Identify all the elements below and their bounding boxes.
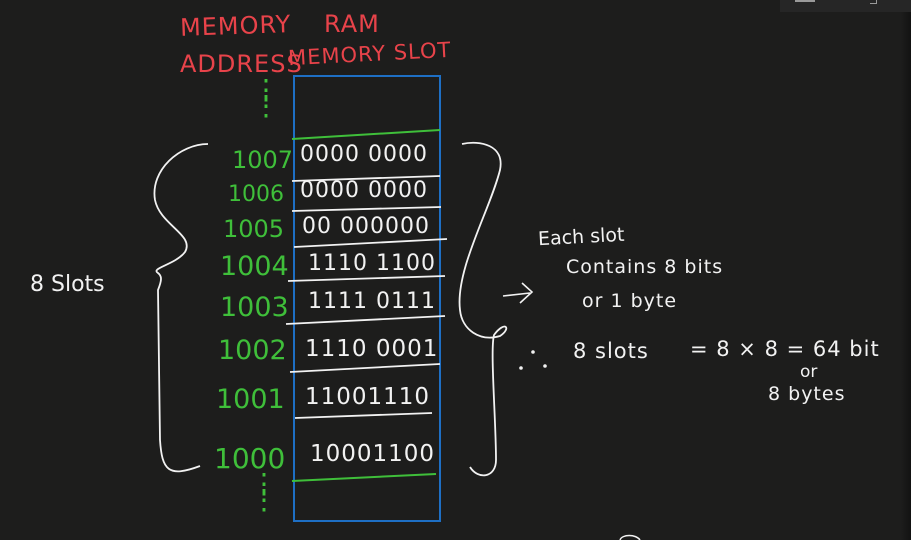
slot-value-1001: 11001110 [305,384,431,410]
slot-value-1000: 10001100 [310,441,436,467]
calc-or: or [800,362,818,382]
left-brace [153,143,209,473]
toolbar-strip [780,0,911,12]
slot-value-1005: 00 000000 [302,214,430,239]
slot-count-label: 8 Slots [30,272,105,297]
address-1005: 1005 [223,215,285,243]
slot-value-1002: 1110 0001 [305,336,439,362]
memory-address-label-line1: MEMORY [179,10,292,42]
ellipsis-bottom: ⋮⋮ [250,467,278,516]
arrow-right-icon [502,282,534,304]
calc-8-slots: 8 slots [573,339,649,363]
note-each-slot: Each slot [537,223,625,251]
toolbar-mark [870,0,877,4]
address-1002: 1002 [218,335,287,366]
therefore-icon [519,350,547,370]
memory-address-label-line2: ADDRESS [180,50,303,78]
slot-dividers [285,175,448,419]
ellipsis-top: ⋮⋮ [252,73,280,122]
slot-value-1006: 0000 0000 [300,178,428,203]
ram-column [293,75,441,522]
address-1003: 1003 [220,292,289,323]
address-1001: 1001 [216,384,285,415]
address-1006: 1006 [228,182,284,207]
address-1004: 1004 [220,251,289,282]
right-brace [458,141,508,477]
slot-value-1003: 1111 0111 [308,289,436,314]
top-boundary-line [291,129,441,140]
edge-shade [901,12,911,540]
address-1007: 1007 [232,146,294,174]
ram-label: RAM [324,10,380,38]
address-1000: 1000 [214,442,286,475]
note-or-1-byte: or 1 byte [582,290,678,312]
partial-circle-shape [619,534,641,540]
calc-64-bit: = 8 × 8 = 64 bit [690,337,880,361]
bottom-boundary-line [291,473,437,482]
toolbar-mark [795,0,815,2]
note-contains-8-bits: Contains 8 bits [566,256,724,278]
calc-8-bytes: 8 bytes [768,383,846,405]
slot-value-1007: 0000 0000 [300,142,428,167]
slot-value-1004: 1110 1100 [308,251,436,276]
